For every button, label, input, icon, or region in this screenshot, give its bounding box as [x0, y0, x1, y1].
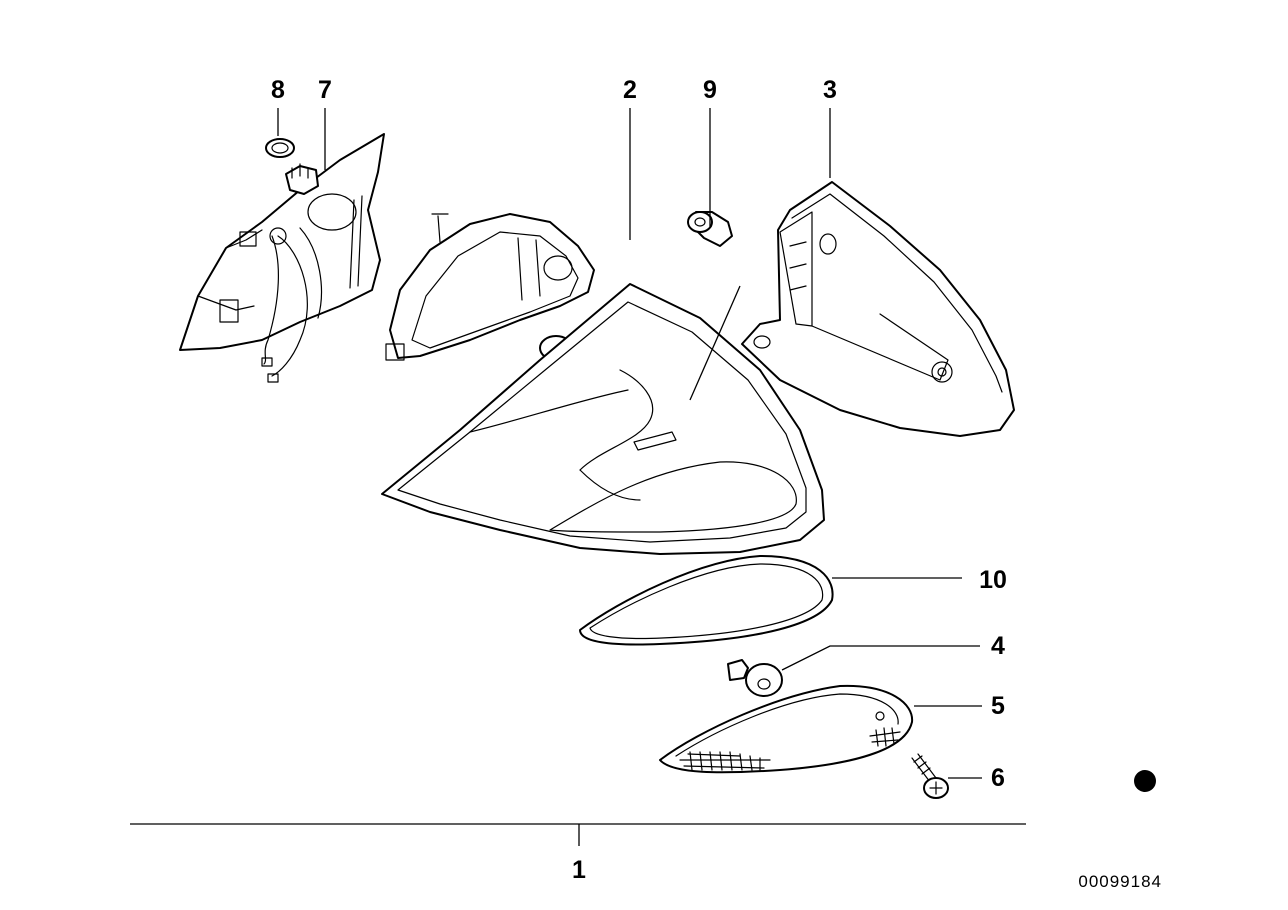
- diagram-code: 00099184: [1078, 872, 1162, 891]
- part-7-mirror-base: [179, 133, 385, 383]
- callout-2: 2: [623, 76, 637, 104]
- part-5-turn-signal-lens: [659, 684, 914, 774]
- part-2-mirror-housing: [381, 283, 825, 555]
- mirror-housing-shell: [385, 213, 595, 361]
- callout-4: 4: [991, 632, 1005, 660]
- part-10-gasket: [579, 555, 834, 646]
- lens-grid-pattern: [679, 727, 901, 771]
- callout-10: 10: [979, 566, 1007, 594]
- callout-7: 7: [318, 76, 332, 104]
- leader-lines: [130, 108, 1026, 846]
- callout-6: 6: [991, 764, 1005, 792]
- callout-8: 8: [271, 76, 285, 104]
- callout-9: 9: [703, 76, 717, 104]
- part-4-bulb: [727, 659, 783, 697]
- part-6-screw: [911, 753, 949, 799]
- part-9-grommet: [687, 211, 733, 247]
- marker-dot: [1134, 770, 1156, 792]
- callout-3: 3: [823, 76, 837, 104]
- part-3-mirror-cover: [741, 181, 1015, 437]
- callout-5: 5: [991, 692, 1005, 720]
- callout-labels: 8 7 2 9 3 10 4 5 6 1: [271, 76, 1007, 884]
- callout-1: 1: [572, 856, 586, 884]
- part-8-ring: [265, 138, 295, 158]
